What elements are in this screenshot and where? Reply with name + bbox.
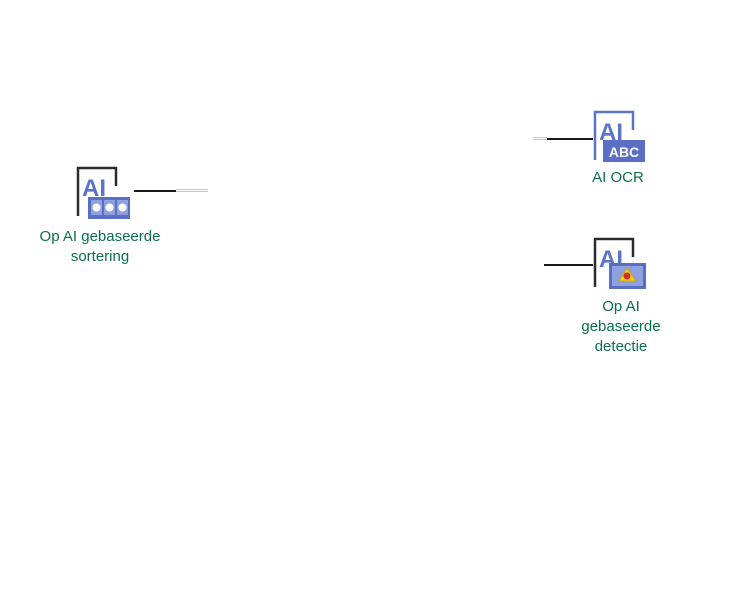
detection-node: AI Op AI gebaseerde detectie xyxy=(570,235,680,360)
sorting-node: AI Op AI gebaseerde sortering xyxy=(30,160,210,270)
sorting-label: Op AI gebaseerde sortering xyxy=(39,228,161,265)
detection-label-line-2: gebaseerde xyxy=(581,318,661,335)
ocr-label: AI OCR xyxy=(592,169,644,186)
detection-label-line-3: detectie xyxy=(594,338,648,355)
ai-ocr-icon-subtext: ABC xyxy=(609,144,639,160)
sorting-connector-faint xyxy=(176,189,208,192)
detection-label: Op AI gebaseerde detectie xyxy=(570,297,672,357)
ocr-connector-solid xyxy=(547,138,593,140)
ocr-node: AI ABC AI OCR xyxy=(570,108,670,198)
ai-ocr-icon: AI ABC xyxy=(593,110,645,162)
ai-detection-icon: AI xyxy=(593,237,646,289)
ai-sorting-icon: AI xyxy=(76,166,130,219)
ocr-connector-faint xyxy=(533,137,547,140)
sorting-connector-solid xyxy=(134,190,176,192)
detection-label-line-1: Op AI xyxy=(602,298,640,315)
detection-connector-solid xyxy=(544,264,593,266)
